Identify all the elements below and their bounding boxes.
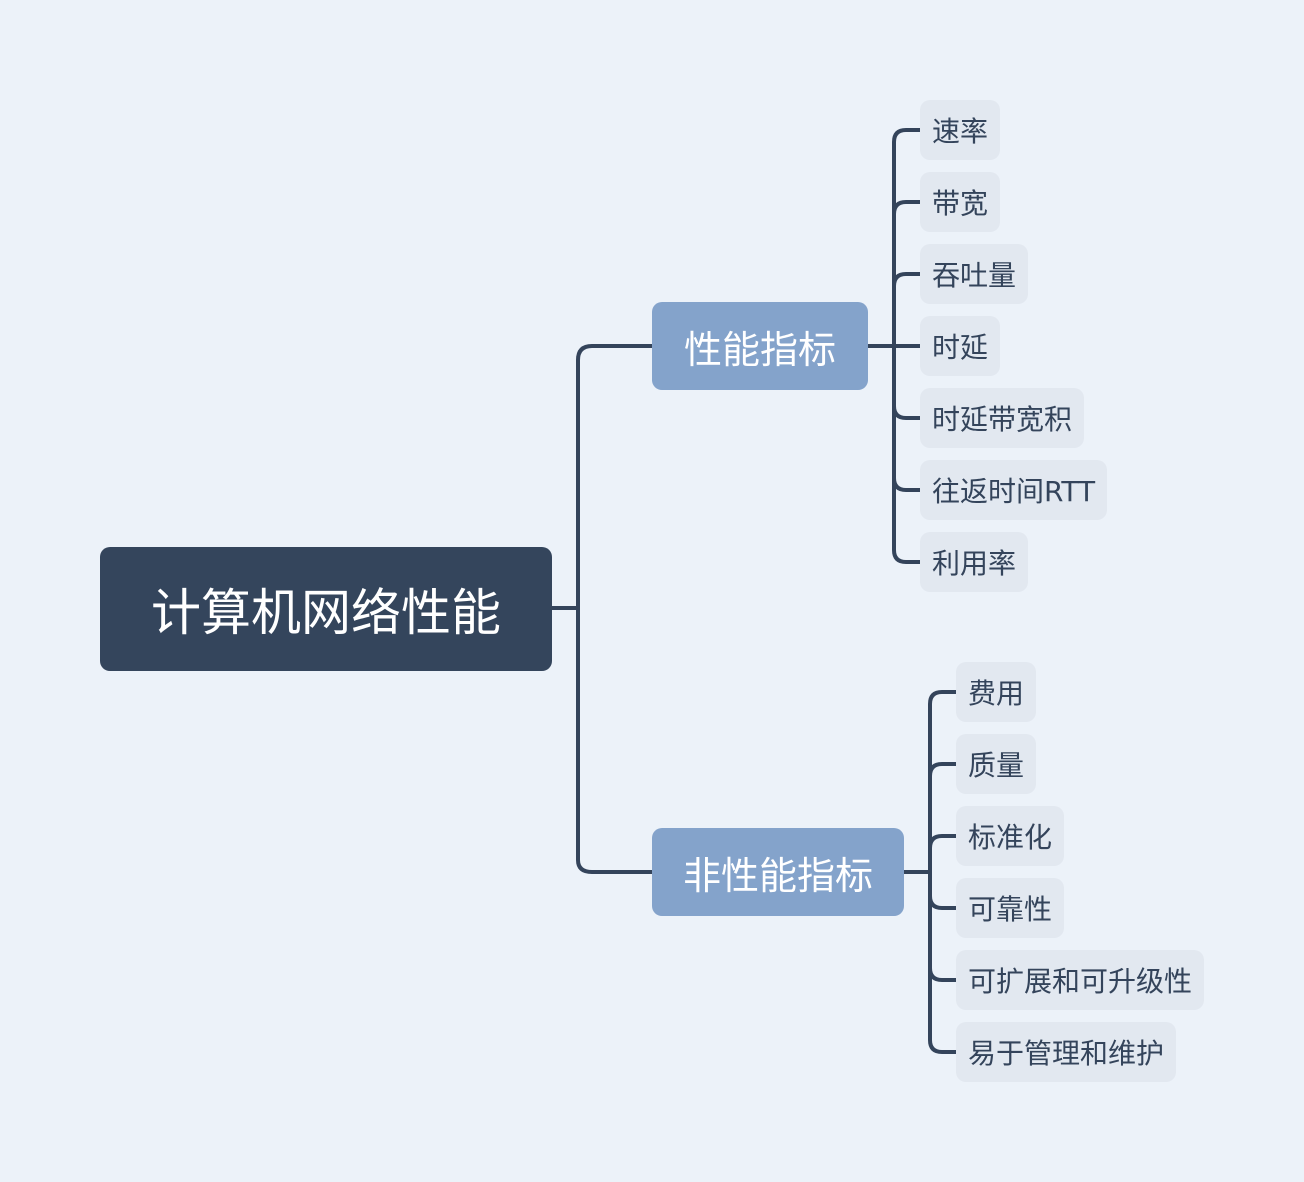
leaf-rtt[interactable]: 往返时间RTT: [920, 460, 1108, 520]
connector-leaf-2-2: [928, 762, 958, 778]
connector-branch-2-leaves: [928, 690, 958, 1054]
leaf-delay[interactable]: 时延: [920, 316, 1001, 376]
branch-performance-metrics[interactable]: 性能指标: [652, 302, 868, 390]
connector-root-to-branch-1: [576, 344, 654, 874]
leaf-delay-bandwidth-product[interactable]: 时延带宽积: [920, 388, 1085, 448]
leaf-reliability[interactable]: 可靠性: [956, 878, 1065, 938]
leaf-throughput[interactable]: 吞吐量: [920, 244, 1029, 304]
connector-leaf-2-4: [928, 894, 958, 910]
connector-leaf-1-2: [892, 200, 922, 216]
root-topic[interactable]: 计算机网络性能: [100, 547, 552, 671]
connector-branch-1-leaves: [892, 128, 922, 564]
leaf-bandwidth[interactable]: 带宽: [920, 172, 1001, 232]
connector-leaf-2-3: [928, 834, 958, 850]
leaf-quality[interactable]: 质量: [956, 734, 1037, 794]
leaf-cost[interactable]: 费用: [956, 662, 1037, 722]
connector-leaf-1-5: [892, 404, 922, 420]
connector-leaf-1-3: [892, 272, 922, 288]
leaf-utilization[interactable]: 利用率: [920, 532, 1029, 592]
leaf-standardization[interactable]: 标准化: [956, 806, 1065, 866]
connector-leaf-2-5: [928, 966, 958, 982]
leaf-rate[interactable]: 速率: [920, 100, 1001, 160]
branch-non-performance-metrics[interactable]: 非性能指标: [652, 828, 904, 916]
connector-leaf-1-6: [892, 476, 922, 492]
leaf-manageability[interactable]: 易于管理和维护: [956, 1022, 1177, 1082]
leaf-scalability[interactable]: 可扩展和可升级性: [956, 950, 1205, 1010]
